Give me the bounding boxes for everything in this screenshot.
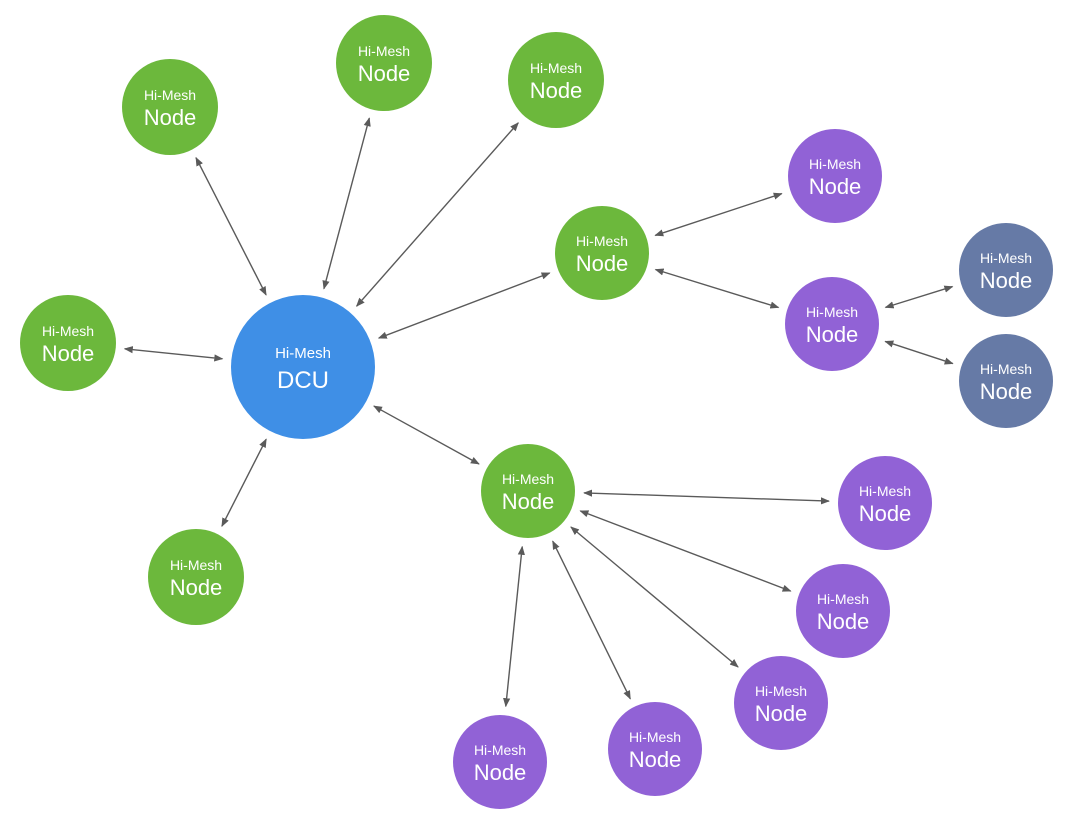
- node-circle: [959, 223, 1053, 317]
- dcu-node: Hi-Mesh DCU: [231, 295, 375, 439]
- node-label-line2: Node: [629, 747, 682, 772]
- node-circle: [453, 715, 547, 809]
- dcu-circle: [231, 295, 375, 439]
- link-dcu-n5: [221, 438, 267, 528]
- node-circle: [122, 59, 218, 155]
- node-label-line1: Hi-Mesh: [629, 729, 681, 745]
- link-dcu-n1: [195, 156, 267, 296]
- link-p2-s2: [884, 340, 954, 365]
- node-label-line2: Node: [980, 268, 1033, 293]
- node-label-line1: Hi-Mesh: [859, 483, 911, 499]
- node-label-line1: Hi-Mesh: [576, 233, 628, 249]
- node-label-line2: Node: [576, 251, 629, 276]
- node-label-line1: Hi-Mesh: [806, 304, 858, 320]
- node-label-line1: Hi-Mesh: [144, 87, 196, 103]
- node-label-line1: Hi-Mesh: [817, 591, 869, 607]
- link-n6-p2: [654, 268, 780, 309]
- node-circle: [336, 15, 432, 111]
- node-label-line1: Hi-Mesh: [42, 323, 94, 339]
- link-n7-p7: [503, 545, 525, 708]
- node-label-line2: Node: [809, 174, 862, 199]
- node-label-line2: Node: [502, 489, 555, 514]
- link-dcu-n7: [373, 405, 480, 465]
- node-label-line2: Node: [817, 609, 870, 634]
- node-circle: [959, 334, 1053, 428]
- node-circle: [20, 295, 116, 391]
- link-n6-p1: [654, 192, 783, 237]
- link-dcu-n6: [377, 272, 551, 339]
- node-label-line2: Node: [755, 701, 808, 726]
- node-label-line2: Node: [806, 322, 859, 347]
- node-label-line2: Node: [144, 105, 197, 130]
- node-label-line1: Hi-Mesh: [358, 43, 410, 59]
- node-label-line1: Hi-Mesh: [170, 557, 222, 573]
- node-circle: [148, 529, 244, 625]
- node-circle: [608, 702, 702, 796]
- node-label-line2: Node: [42, 341, 95, 366]
- link-n7-p6: [552, 540, 631, 700]
- link-dcu-n4: [123, 346, 224, 362]
- node-circle: [785, 277, 879, 371]
- node-label-line1: Hi-Mesh: [502, 471, 554, 487]
- link-p2-s1: [884, 285, 954, 309]
- node-label-line1: Hi-Mesh: [980, 250, 1032, 266]
- node-label-line2: Node: [170, 575, 223, 600]
- node-circle: [481, 444, 575, 538]
- link-n7-p3: [583, 489, 830, 505]
- node-label-line2: Node: [530, 78, 583, 103]
- node-label-line1: Hi-Mesh: [809, 156, 861, 172]
- node-label-line1: Hi-Mesh: [474, 742, 526, 758]
- links-layer: [123, 117, 954, 708]
- node-circle: [788, 129, 882, 223]
- node-circle: [838, 456, 932, 550]
- link-dcu-n3: [356, 122, 519, 307]
- node-circle: [508, 32, 604, 128]
- dcu-label-line1: Hi-Mesh: [275, 345, 331, 362]
- node-label-line1: Hi-Mesh: [755, 683, 807, 699]
- link-dcu-n2: [322, 117, 371, 290]
- node-label-line2: Node: [358, 61, 411, 86]
- node-circle: [555, 206, 649, 300]
- node-label-line1: Hi-Mesh: [980, 361, 1032, 377]
- link-n7-p4: [579, 510, 792, 592]
- node-circle: [734, 656, 828, 750]
- node-label-line2: Node: [474, 760, 527, 785]
- node-label-line2: Node: [859, 501, 912, 526]
- node-label-line1: Hi-Mesh: [530, 60, 582, 76]
- dcu-label-line2: DCU: [277, 367, 329, 394]
- node-label-line2: Node: [980, 379, 1033, 404]
- link-n7-p5: [570, 526, 739, 668]
- node-circle: [796, 564, 890, 658]
